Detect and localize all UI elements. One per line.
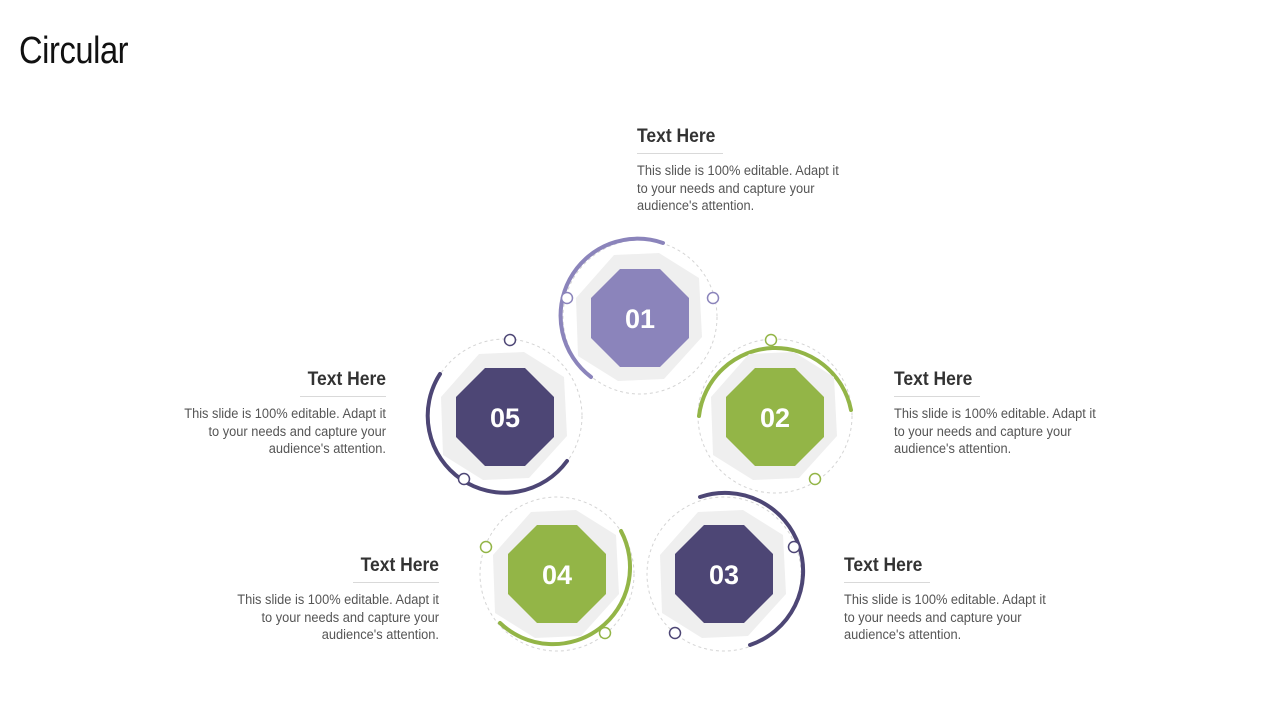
callout-body: This slide is 100% editable. Adapt it to… — [844, 592, 1046, 642]
callout-body: This slide is 100% editable. Adapt it to… — [237, 592, 439, 642]
callout-heading: Text Here — [894, 369, 973, 390]
step-01[interactable]: 01 — [576, 253, 702, 381]
step-number-04: 04 — [542, 560, 572, 590]
dot — [560, 291, 574, 305]
callout-heading: Text Here — [637, 126, 716, 147]
callout-body: This slide is 100% editable. Adapt it to… — [637, 163, 839, 213]
callout-heading: Text Here — [360, 555, 439, 576]
callout-03: Text Here This slide is 100% editable. A… — [844, 555, 1059, 644]
step-number-05: 05 — [490, 403, 520, 433]
dot — [706, 291, 720, 305]
dot — [764, 333, 778, 347]
callout-divider — [300, 396, 386, 397]
progress-arcs — [425, 236, 853, 647]
callout-heading: Text Here — [844, 555, 923, 576]
octagon-05 — [456, 368, 554, 466]
dot — [668, 626, 682, 640]
connector-dots — [457, 291, 822, 640]
step-04[interactable]: 04 — [493, 510, 619, 638]
guide-circle-03 — [646, 496, 802, 652]
dot — [503, 333, 517, 347]
callout-05: Text Here This slide is 100% editable. A… — [171, 369, 386, 458]
dot — [808, 472, 822, 486]
dot — [479, 540, 493, 554]
callout-01: Text Here This slide is 100% editable. A… — [637, 126, 852, 215]
octagon-04 — [508, 525, 606, 623]
arc-02 — [697, 346, 853, 418]
octagon-03 — [675, 525, 773, 623]
callout-divider — [353, 582, 439, 583]
guide-circle-04 — [479, 496, 635, 652]
step-number-03: 03 — [709, 560, 739, 590]
callout-body: This slide is 100% editable. Adapt it to… — [894, 406, 1096, 456]
callout-divider — [637, 153, 723, 154]
step-02[interactable]: 02 — [711, 352, 837, 480]
step-03[interactable]: 03 — [660, 510, 786, 638]
arc-01 — [558, 236, 665, 379]
step-number-01: 01 — [625, 304, 655, 334]
octagon-02 — [726, 368, 824, 466]
dot — [598, 626, 612, 640]
callout-04: Text Here This slide is 100% editable. A… — [224, 555, 439, 644]
dot — [787, 540, 801, 554]
arc-04 — [498, 529, 633, 647]
dot — [457, 472, 471, 486]
step-number-02: 02 — [760, 403, 790, 433]
slide-title: Circular — [19, 30, 129, 72]
step-05[interactable]: 05 — [441, 352, 567, 480]
callout-02: Text Here This slide is 100% editable. A… — [894, 369, 1109, 458]
callout-body: This slide is 100% editable. Adapt it to… — [184, 406, 386, 456]
callout-heading: Text Here — [307, 369, 386, 390]
octagon-01 — [591, 269, 689, 367]
callout-divider — [894, 396, 980, 397]
callout-divider — [844, 582, 930, 583]
